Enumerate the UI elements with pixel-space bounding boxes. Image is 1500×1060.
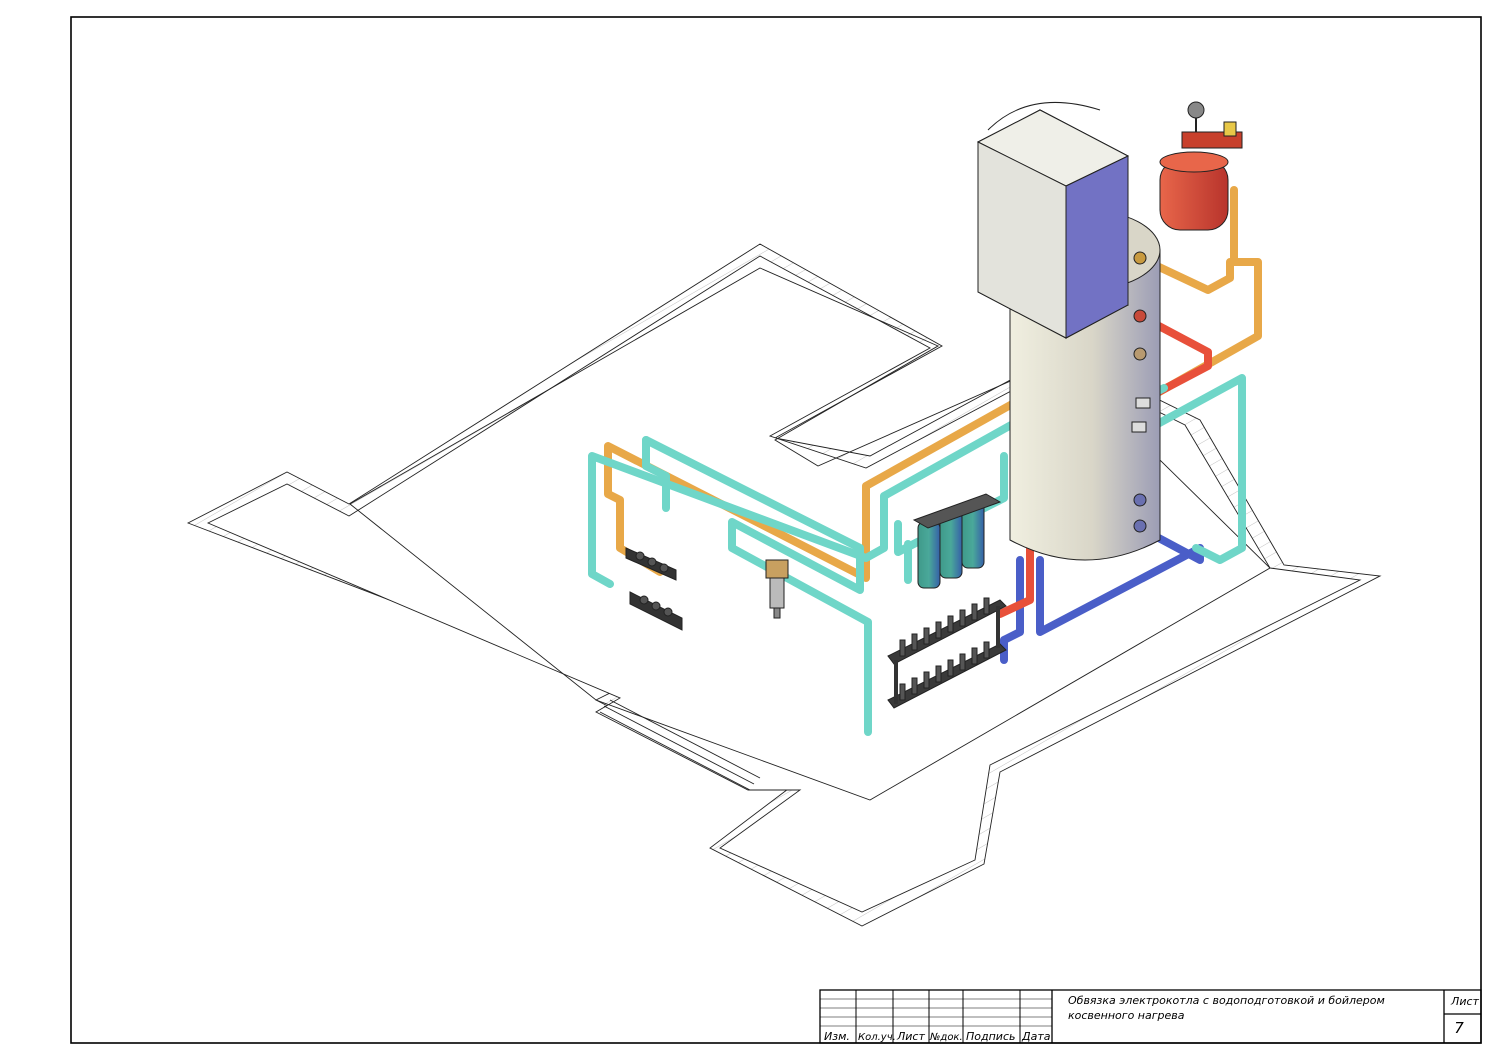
col-header-ndok: №док. [929, 1032, 963, 1043]
title-block [819, 989, 1482, 1044]
pressure-gauge-icon [1187, 101, 1205, 119]
title-block-headers: Изм. Кол.уч. Лист №док. Подпись Дата [824, 1030, 1051, 1043]
mechanical-filter [765, 559, 789, 619]
water-filter-group [912, 493, 1002, 589]
col-header-data: Дата [1021, 1030, 1051, 1043]
col-header-list: Лист [896, 1030, 925, 1043]
drawing-title-line1: Обвязка электрокотла с водоподготовкой и… [1068, 994, 1385, 1007]
heating-manifolds [887, 597, 1007, 709]
tank-port-top [1133, 251, 1147, 265]
pipe-valves [1131, 397, 1151, 433]
col-header-izm: Изм. [824, 1030, 850, 1043]
drawing-title: Обвязка электрокотла с водоподготовкой и… [1068, 993, 1438, 1023]
sheet-label: Лист [1451, 995, 1479, 1008]
air-vent-icon [1223, 121, 1237, 137]
sheet-number: 7 [1454, 1019, 1464, 1037]
sheet-frame [70, 16, 1482, 1044]
tank-port-mid [1133, 347, 1147, 361]
drawing-title-line2: косвенного нагрева [1068, 1009, 1185, 1022]
tank-port-low [1133, 519, 1147, 533]
distribution-manifolds-left [625, 547, 683, 631]
electric-boiler [976, 101, 1130, 339]
col-header-koluch: Кол.уч. [858, 1032, 896, 1043]
tank-port-bottom [1133, 493, 1147, 507]
expansion-tank [1159, 101, 1243, 231]
tank-port-hot [1133, 309, 1147, 323]
col-header-podpis: Подпись [966, 1030, 1015, 1043]
